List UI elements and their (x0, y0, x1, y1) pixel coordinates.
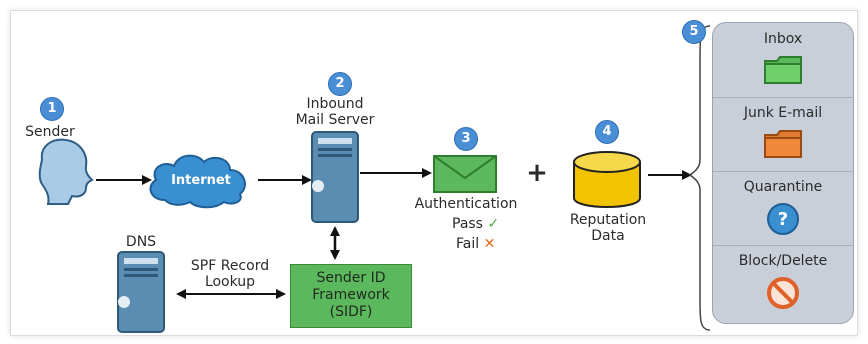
dns-server-icon (117, 251, 165, 333)
destination-label: Junk E-mail (743, 105, 823, 121)
sidf-label-line2: Framework (312, 287, 390, 303)
fail-row: Fail ✕ (456, 236, 495, 252)
sender-label: Sender (25, 124, 75, 140)
step-badge-2: 2 (328, 72, 352, 96)
destination-label: Quarantine (743, 179, 823, 195)
sender-head-icon (38, 138, 94, 205)
envelope-icon (433, 155, 497, 193)
orange-folder-icon (764, 130, 802, 158)
sidf-label-line1: Sender ID (316, 270, 386, 286)
prohibited-icon (767, 277, 799, 309)
authentication-label: Authentication (414, 196, 518, 212)
destination-panel: Inbox Junk E-mail Quarantine ? Block/Del… (712, 22, 854, 324)
destination-block: Block/Delete (713, 245, 853, 319)
fail-label: Fail (456, 236, 480, 252)
spf-label-line1: SPF Record (190, 258, 270, 274)
check-icon: ✓ (487, 216, 500, 232)
destination-label: Inbox (763, 31, 803, 47)
inbound-server-icon (311, 131, 359, 223)
panel-brace (688, 25, 711, 331)
green-folder-icon (764, 56, 802, 84)
step-badge-4: 4 (595, 120, 619, 144)
plus-sign: + (526, 158, 548, 188)
reputation-label-line2: Data (591, 228, 625, 244)
step-badge-1: 1 (40, 97, 64, 121)
inbound-label-line2: Mail Server (295, 112, 375, 128)
svg-text:?: ? (778, 209, 788, 230)
inbound-label-line1: Inbound (306, 96, 364, 112)
step-badge-5: 5 (682, 20, 706, 44)
destination-inbox: Inbox (713, 23, 853, 98)
internet-cloud-icon (149, 154, 246, 209)
destination-label: Block/Delete (738, 253, 828, 269)
sidf-label-line3: (SIDF) (329, 304, 373, 320)
pass-row: Pass ✓ (452, 216, 499, 232)
spf-label-line2: Lookup (204, 274, 256, 290)
step-badge-3: 3 (454, 127, 478, 151)
dns-label: DNS (125, 234, 157, 250)
internet-label: Internet (171, 173, 231, 188)
destination-junk: Junk E-mail (713, 97, 853, 172)
destination-quarantine: Quarantine ? (713, 171, 853, 246)
cross-icon: ✕ (483, 236, 496, 252)
question-icon: ? (767, 203, 799, 235)
reputation-label-line1: Reputation (569, 212, 647, 228)
pass-label: Pass (452, 216, 483, 232)
sidf-box: Sender ID Framework (SIDF) (290, 264, 412, 328)
reputation-database-icon (573, 151, 641, 208)
